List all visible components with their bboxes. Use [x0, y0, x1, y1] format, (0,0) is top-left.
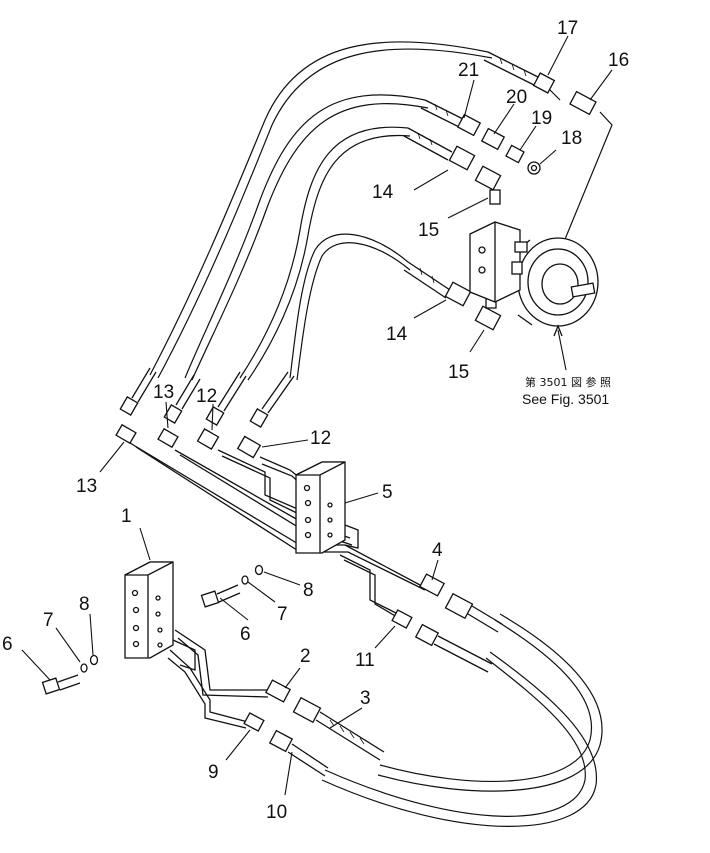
fitting-16	[569, 90, 597, 116]
callout-10: 10	[266, 802, 287, 823]
washer-7-upper	[241, 575, 249, 585]
hose-end-17	[483, 51, 556, 94]
fitting-20	[480, 127, 506, 151]
callout-6-upper: 6	[240, 624, 251, 645]
callout-6-lower: 6	[2, 634, 13, 655]
elbow-15-upper	[474, 165, 502, 205]
elbow-12-right	[236, 371, 295, 459]
callout-15-upper: 15	[418, 220, 439, 241]
callout-1: 1	[121, 506, 132, 527]
elbow-13-right	[157, 374, 201, 449]
hose-17-13-b	[157, 48, 493, 379]
callout-18: 18	[561, 128, 582, 149]
callout-19: 19	[531, 108, 552, 129]
hose-end-10	[268, 729, 329, 777]
bolt-6-upper	[200, 584, 241, 608]
hose-end-4	[444, 592, 503, 633]
elbow-12-left	[196, 371, 247, 450]
callout-15-lower: 15	[448, 362, 469, 383]
hose-17-13	[149, 41, 489, 376]
hose-lines	[149, 41, 613, 827]
hose-end-14-upper	[403, 127, 476, 171]
callout-11: 11	[355, 650, 375, 671]
fitting-19	[505, 144, 525, 164]
callout-3: 3	[360, 688, 371, 709]
callout-5: 5	[382, 482, 393, 503]
callout-13-upper: 13	[153, 382, 174, 403]
hose-21-13-b	[191, 103, 429, 381]
pump-motor	[469, 221, 599, 327]
hose-end-21	[420, 99, 482, 137]
callout-7-upper: 7	[277, 604, 288, 625]
leader-lines	[21, 35, 613, 796]
reference-en: See Fig. 3501	[522, 391, 609, 407]
callout-9: 9	[208, 762, 219, 783]
tube-block5-to-11-b	[343, 559, 403, 621]
tube-block1-to-2-b	[177, 637, 269, 698]
elbow-13-left	[115, 367, 157, 445]
hose-end-11	[414, 623, 493, 673]
hose-3-4-loop-b	[377, 613, 603, 792]
fitting-9	[243, 712, 265, 732]
fitting-11	[391, 609, 413, 629]
callout-8-lower: 8	[79, 594, 90, 615]
callout-8-upper: 8	[303, 580, 314, 601]
tube-block1-to-9	[169, 649, 249, 723]
callout-14-lower: 14	[386, 324, 408, 345]
hose-3-4-loop	[379, 619, 592, 782]
tube-12-to-block5	[217, 449, 301, 511]
washer-18	[527, 161, 541, 175]
hose-21-13	[184, 94, 426, 379]
tube-12-to-block5-b	[221, 455, 304, 517]
hose-end-3	[292, 696, 385, 761]
figure-reference: 第 3501 図 参 照 See Fig. 3501	[522, 375, 611, 407]
tube-block1-to-2	[174, 629, 270, 691]
callout-20: 20	[506, 87, 527, 108]
hose-14-12	[239, 126, 409, 379]
callout-13-lower: 13	[76, 476, 97, 497]
tube-block5-to-11	[339, 554, 401, 616]
callout-17: 17	[557, 18, 578, 39]
hose-end-14-lower	[403, 261, 472, 307]
reference-jp: 第 3501 図 参 照	[525, 375, 611, 389]
hose-14-12-b	[247, 134, 411, 381]
fitting-2	[265, 679, 291, 703]
callout-12-left: 12	[196, 386, 217, 407]
callout-21: 21	[458, 60, 479, 81]
hose-14-12-lower	[289, 233, 409, 379]
washer-8-lower	[89, 654, 99, 666]
callout-12-right: 12	[310, 428, 331, 449]
hose-10-11-loop-b	[321, 651, 598, 827]
hose-14-12-lower-b	[296, 242, 411, 381]
tube-13-to-block5-b	[135, 446, 426, 591]
callout-16: 16	[608, 50, 629, 71]
washer-7-lower	[80, 663, 88, 673]
callout-14-upper: 14	[372, 182, 394, 203]
callout-2: 2	[300, 646, 311, 667]
manifold-block-5	[295, 461, 359, 554]
manifold-block-1	[124, 561, 196, 671]
callout-4: 4	[432, 540, 443, 561]
fitting-4	[419, 573, 445, 597]
washer-8-upper	[254, 564, 264, 576]
bolt-6-lower	[41, 674, 81, 695]
tube-12b-to-block5	[259, 456, 301, 479]
tube-block1-to-9-b	[167, 657, 247, 729]
hose-10-11-loop	[324, 657, 586, 817]
callout-numbers: 1 2 3 4 5 6 7 8 6 7 8 9 10 11 12 12 13 1…	[2, 18, 629, 823]
callout-7-lower: 7	[43, 610, 54, 631]
